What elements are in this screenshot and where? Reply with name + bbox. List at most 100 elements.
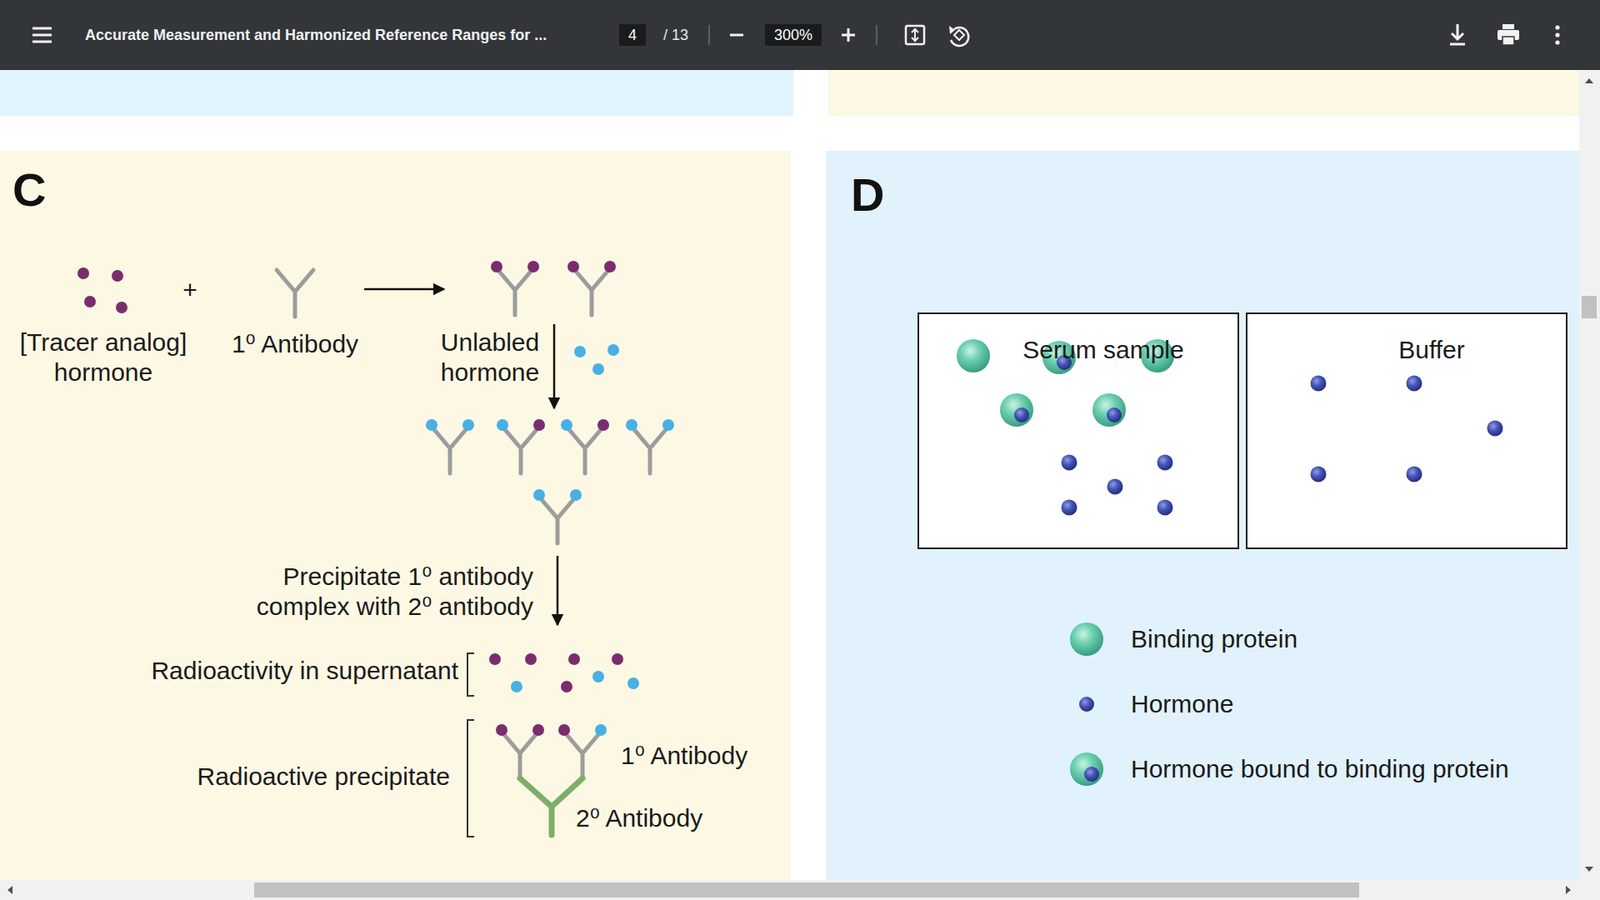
rotate-icon (954, 30, 965, 40)
legend-label: Hormone (1130, 689, 1234, 720)
zoom-box (765, 24, 822, 46)
hormone-dot (570, 489, 582, 501)
scroll-thumb (1581, 295, 1597, 319)
hormone (1157, 455, 1174, 471)
hormone (1014, 407, 1030, 423)
legend-label: Hormone bound to binding protein (1130, 754, 1510, 785)
panel-strip (0, 70, 794, 116)
hormone-dot (425, 419, 438, 431)
tracer-dot (611, 653, 624, 665)
arrow (553, 324, 556, 409)
hormone (1310, 466, 1327, 483)
more-icon (1555, 40, 1560, 45)
panel-letter: C (12, 166, 46, 214)
print-icon (1502, 36, 1515, 45)
document-title: Accurate Measurement and Harmonized Refe… (85, 25, 547, 45)
step-label: [Tracer analog] hormone (7, 327, 200, 388)
antibody (539, 496, 576, 544)
part-label-holder: 1⁰ Antibody (620, 740, 748, 771)
hormone-dot (592, 670, 605, 683)
box-fill (917, 312, 1240, 550)
legend-swatch (1084, 766, 1100, 782)
legend-entry: Hormone bound to binding protein (1130, 754, 1510, 785)
menu-icon (32, 28, 52, 42)
fit-icon (905, 25, 925, 45)
zoom-out-icon (730, 34, 744, 37)
hormone-dot (595, 724, 607, 736)
hormone-dot (627, 677, 640, 690)
legend-label: Binding protein (1130, 624, 1298, 655)
antibody (276, 270, 314, 317)
sample-box: Serum sample (917, 312, 1240, 550)
part-label: 2⁰ Antibody (575, 803, 703, 834)
hormone-dot (462, 419, 475, 431)
page-number: 4 (619, 25, 646, 45)
hormone (1406, 375, 1423, 392)
hormone (1157, 500, 1174, 516)
step-label-holder: Radioactive precipitate (116, 761, 450, 792)
fit-icon (911, 29, 919, 41)
step-label: Radioactivity in supernatant (125, 655, 459, 686)
tracer-dot (532, 724, 545, 736)
secondary-antibody (520, 778, 583, 835)
page-count: / 13 (663, 25, 689, 45)
tracer-dot (84, 295, 96, 308)
antibody (566, 426, 604, 474)
arrow (556, 555, 560, 625)
print-icon (1502, 24, 1515, 30)
tracer-dot (495, 724, 508, 736)
panel-letter: D (850, 171, 885, 219)
zoom-level-holder: 300% (765, 25, 822, 45)
step-label-holder: Radioactivity in supernatant (125, 655, 459, 686)
hormone (1061, 455, 1078, 471)
legend-entry: Hormone (1130, 689, 1234, 720)
plus-sign: + (173, 275, 207, 305)
legend-entry: Binding protein (1130, 624, 1298, 655)
hormone (1061, 500, 1078, 516)
scroll-arrow (1585, 78, 1594, 872)
legend-swatch (1079, 696, 1095, 712)
tracer-hormone (77, 267, 128, 314)
panel-ground (0, 150, 791, 880)
hormone (1310, 375, 1327, 392)
tracer-dot (490, 260, 503, 273)
hormone (1107, 479, 1124, 495)
tracer-dot (489, 653, 501, 665)
hormone-dot (510, 680, 523, 693)
hormone (1487, 420, 1504, 437)
bracket (467, 720, 475, 837)
legend-swatch (1070, 752, 1104, 786)
more-icon (1555, 32, 1560, 37)
tracer-dot (597, 419, 610, 431)
hormone-dot (533, 489, 545, 501)
zoom-in-icon (841, 28, 855, 42)
divider (709, 25, 877, 45)
legend-swatch (1070, 622, 1104, 656)
panel-ground (825, 150, 1580, 880)
page-number-holder: 4 (619, 25, 646, 45)
binding-protein (1000, 393, 1034, 427)
hormone (1106, 407, 1122, 423)
step-label-holder: [Tracer analog] hormone (7, 327, 200, 388)
tracer-dot (111, 270, 124, 282)
scrollbar (1579, 70, 1600, 880)
antibody (496, 268, 534, 315)
page-box (619, 24, 646, 46)
scroll-thumb (254, 882, 1360, 898)
binding-protein (956, 339, 990, 373)
tracer-dot (560, 680, 573, 693)
tracer-dot (567, 260, 580, 273)
step-label-holder: Precipitate 1⁰ antibody complex with 2⁰ … (241, 561, 534, 622)
tracer-dot (558, 724, 570, 736)
part-label-holder: 2⁰ Antibody (575, 803, 703, 834)
tracer-dot (568, 653, 580, 665)
antibody (431, 426, 469, 474)
scrollbar (0, 880, 1600, 900)
antibody (573, 268, 610, 315)
sample-box: Buffer (1245, 312, 1568, 550)
part-label: 1⁰ Antibody (620, 740, 748, 771)
more-icon (1555, 25, 1560, 30)
tracer-dot (525, 653, 537, 665)
